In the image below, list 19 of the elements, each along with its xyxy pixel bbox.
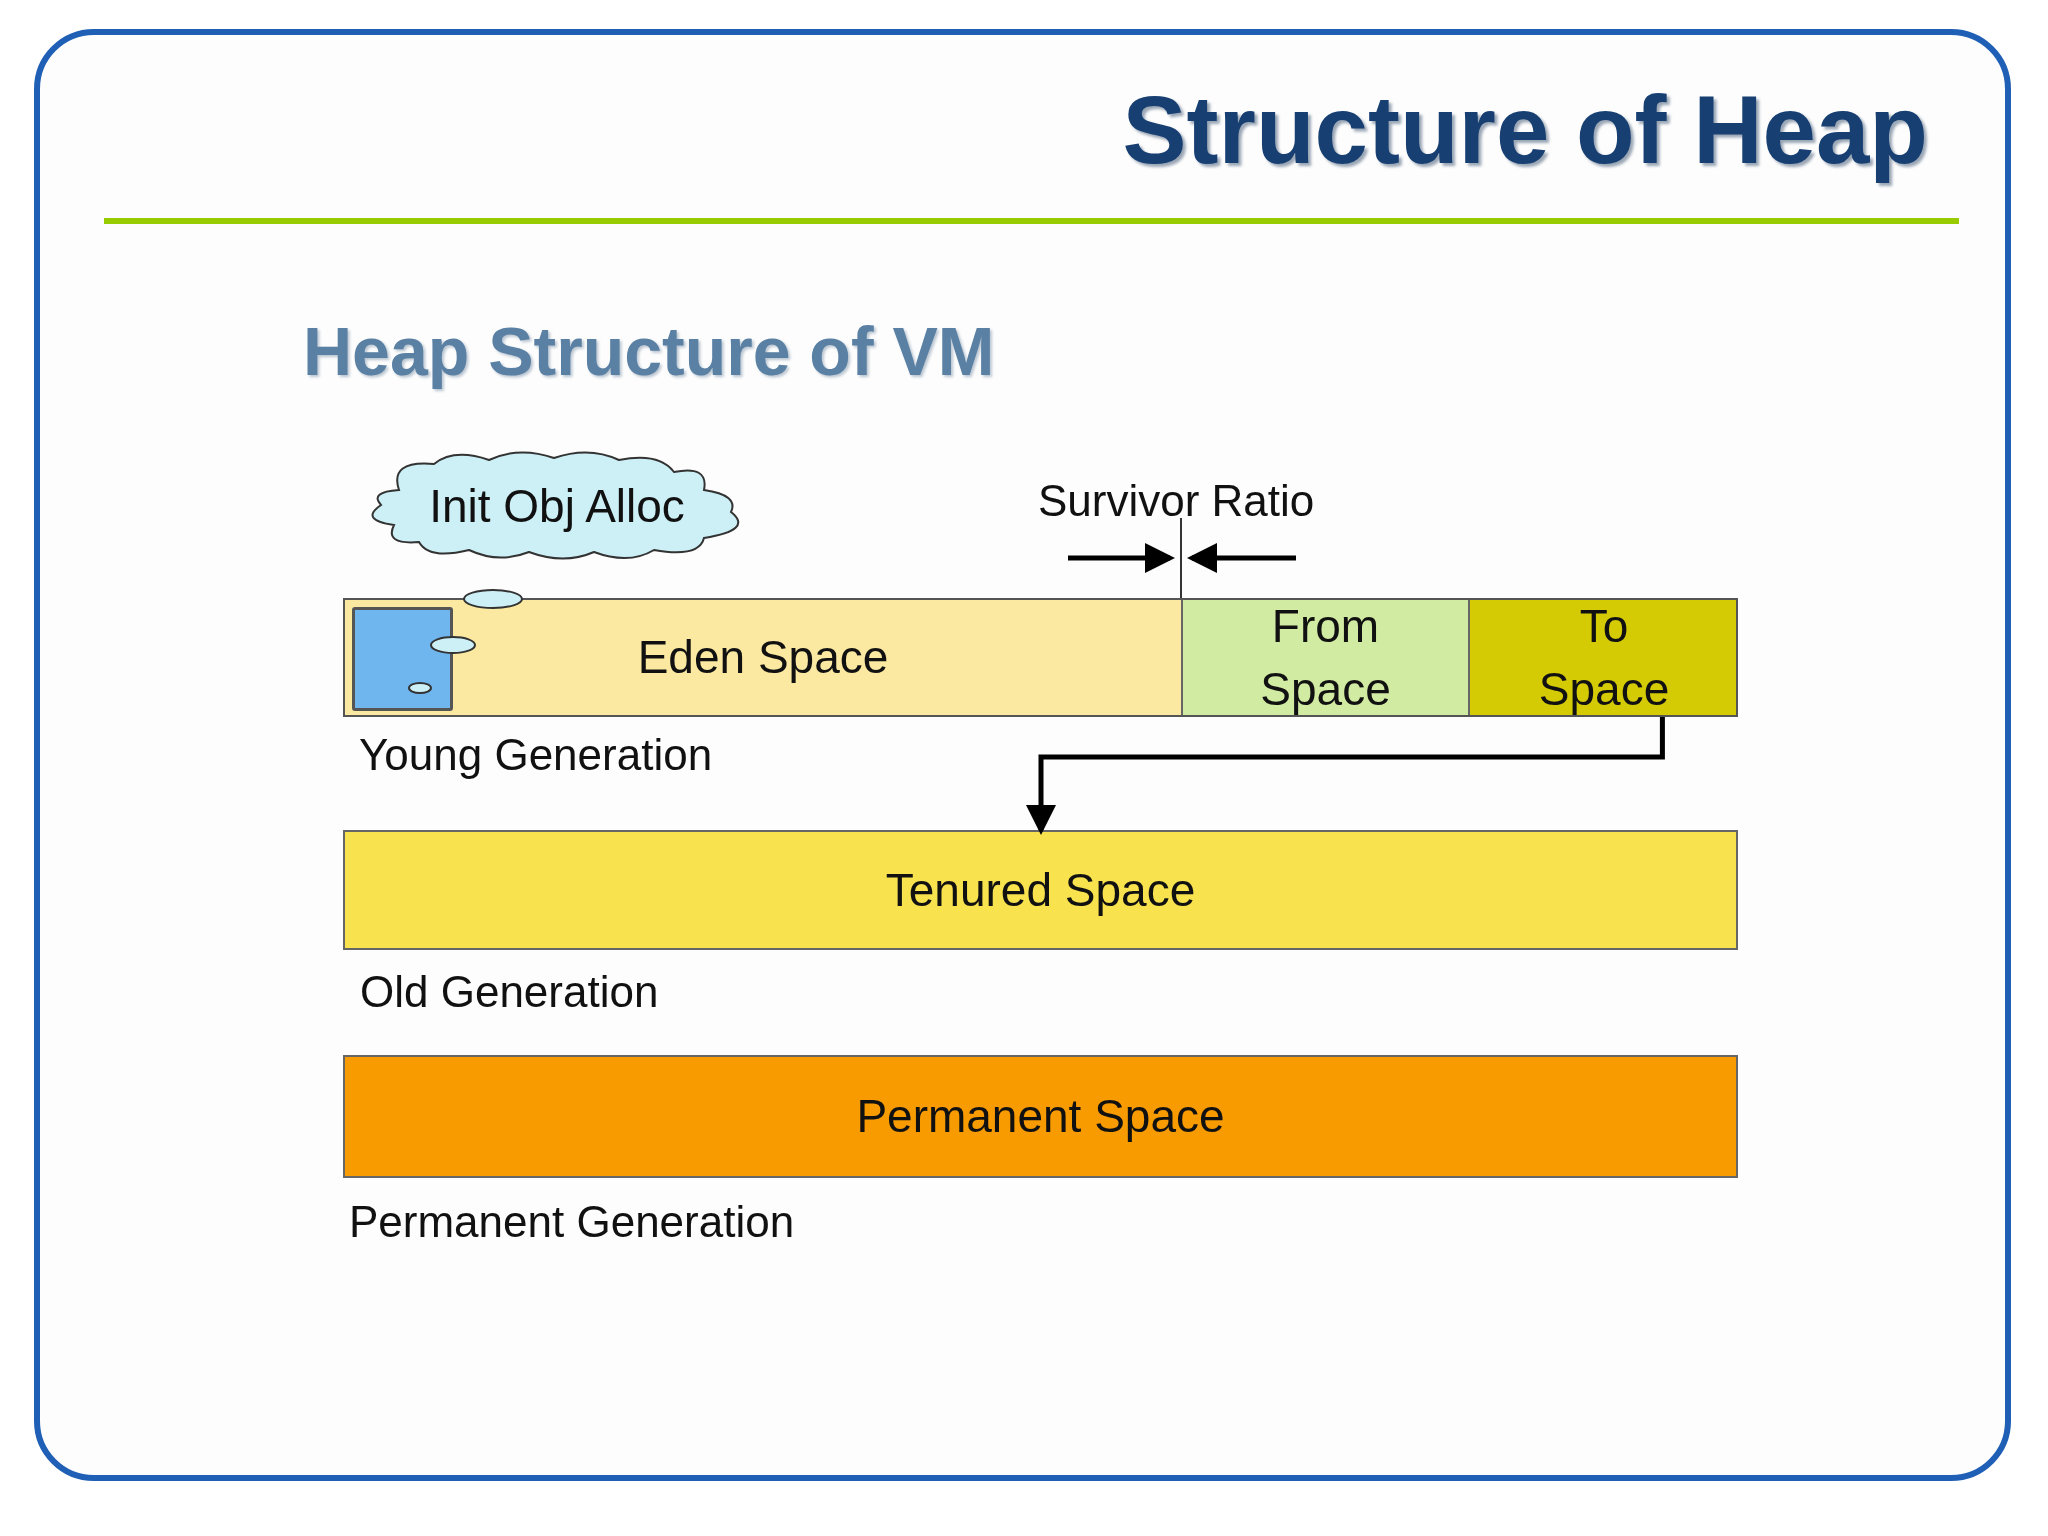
memory-space-box (343, 830, 1738, 950)
generation-bar (343, 598, 1738, 717)
memory-space-box (343, 1055, 1738, 1178)
node-label: Eden Space (637, 630, 889, 686)
node-label: Tenured Space (885, 862, 1196, 918)
arrow (1026, 717, 1665, 835)
node-label: Permanent Space (856, 1089, 1225, 1145)
slide-title: Structure of Heap (1122, 75, 1928, 185)
node-label: From Space (1259, 600, 1392, 715)
ratio-label: Survivor Ratio (1038, 476, 1315, 526)
generation-label: Old Generation (360, 967, 659, 1017)
diagram-heading: Heap Structure of VM (303, 312, 995, 390)
memory-space-box (1181, 600, 1468, 715)
node-label: Init Obj Alloc (429, 478, 685, 534)
generation-label: Young Generation (359, 730, 713, 780)
memory-space-box (1468, 600, 1736, 715)
object-box (352, 607, 453, 711)
generation-label: Permanent Generation (349, 1197, 795, 1247)
node-label: To Space (1537, 600, 1671, 715)
